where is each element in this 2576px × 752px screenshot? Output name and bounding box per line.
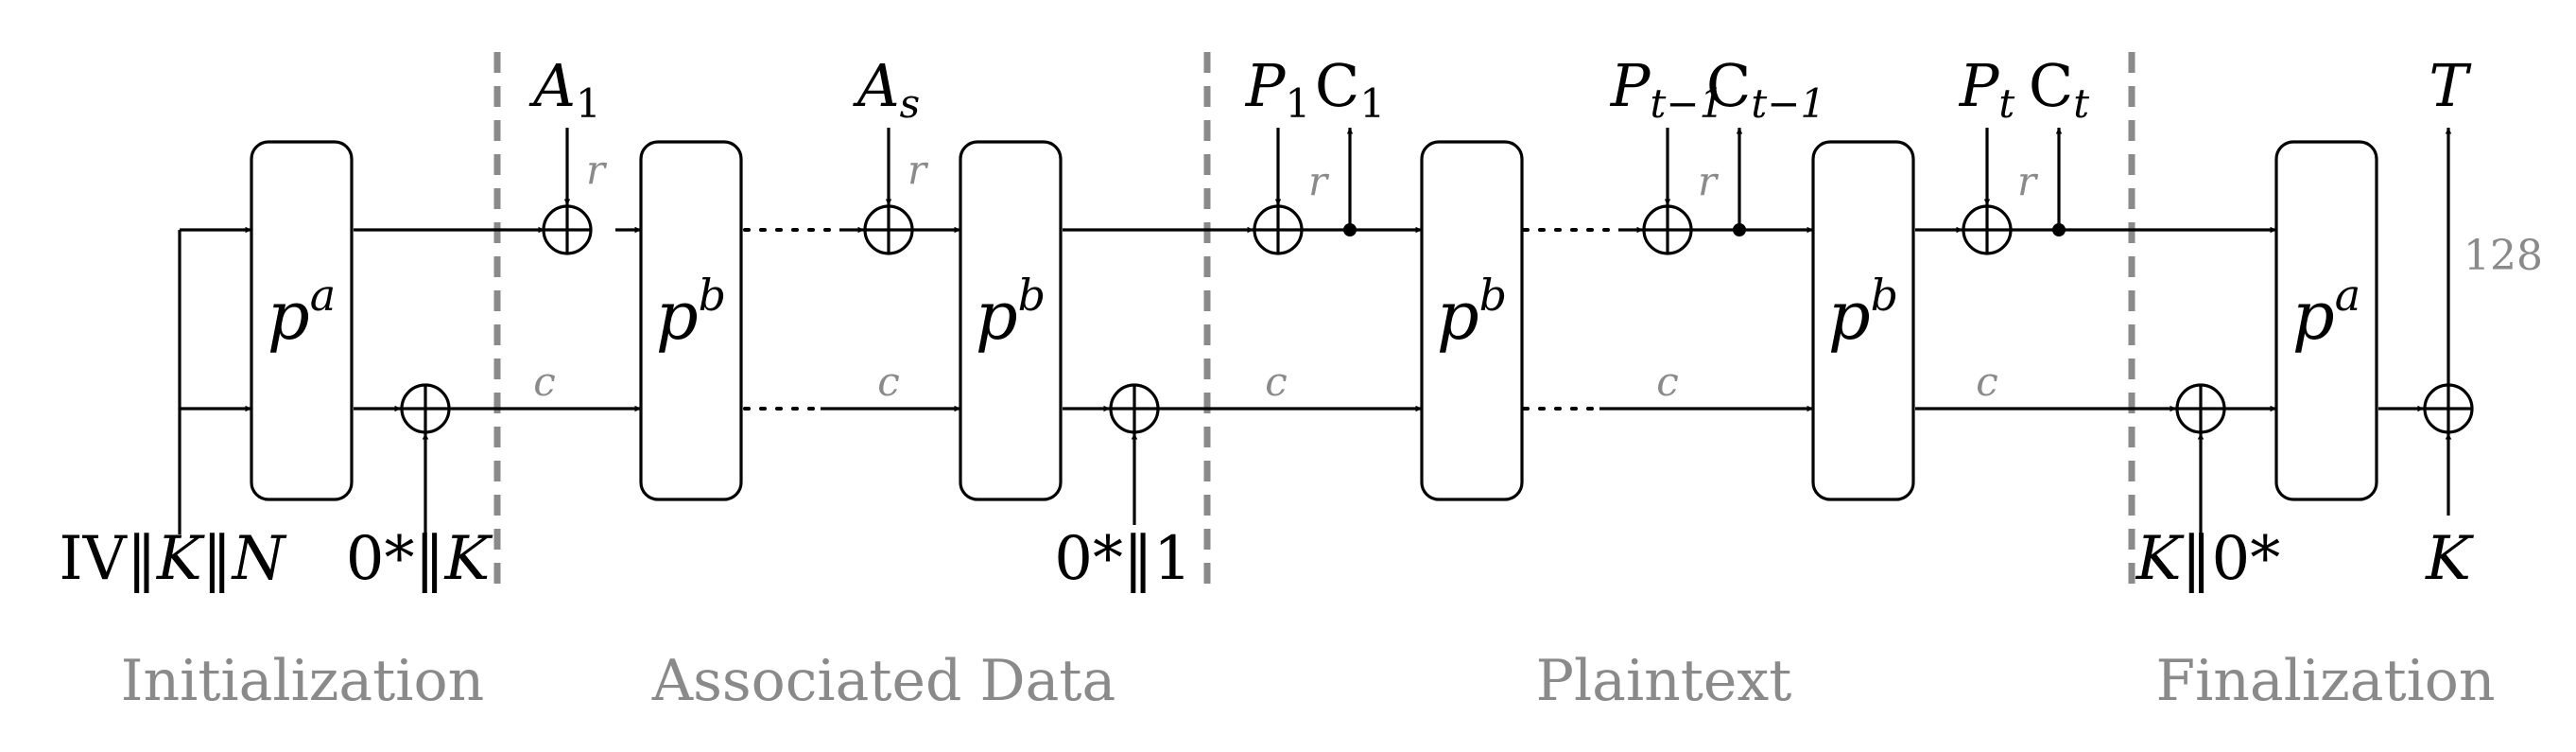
xor-pt-1 xyxy=(1642,204,1693,255)
phase-plaintext: Plaintext xyxy=(1536,648,1792,714)
ad-block-a1: A1 xyxy=(528,51,601,127)
init-input-iv-k-n: IV‖K‖N xyxy=(59,524,286,594)
tap-dot xyxy=(1343,223,1357,236)
permutation-pb-pt1: pb xyxy=(1420,140,1524,501)
perm-sup: b xyxy=(1871,270,1898,321)
perm-base: p xyxy=(1437,277,1479,355)
init-key-input: 0*‖K xyxy=(346,524,493,594)
tag-output: T xyxy=(2429,51,2472,120)
phase-finalization: Finalization xyxy=(2155,648,2495,714)
svg-text:pb: pb xyxy=(656,270,726,355)
phase-labels: Initialization Associated Data Plaintext… xyxy=(121,648,2496,714)
xor-init-key xyxy=(400,383,451,434)
svg-text:pa: pa xyxy=(2292,270,2360,355)
xor-nodes xyxy=(400,204,2474,434)
perm-base: p xyxy=(2292,277,2335,355)
plaintext-block-p1: P1 xyxy=(1245,51,1310,127)
capacity-label: c xyxy=(1976,359,1998,405)
width-annotations: r r r r r c c c c c 128 xyxy=(533,147,2543,405)
rate-label: r xyxy=(1308,158,1330,204)
ciphertext-block-ct: Ct xyxy=(2029,51,2089,127)
final-key-input: K‖0* xyxy=(2135,524,2281,594)
permutation-pb-ad2: pb xyxy=(959,140,1063,501)
xor-p1 xyxy=(1253,204,1304,255)
capacity-label: c xyxy=(533,359,556,405)
tag-bits-label: 128 xyxy=(2464,232,2543,280)
permutation-pa-init: pa xyxy=(250,140,354,501)
xor-pt xyxy=(1962,204,2013,255)
perm-sup: a xyxy=(2335,270,2360,321)
perm-sup: b xyxy=(699,270,726,321)
capacity-label: c xyxy=(1656,359,1679,405)
ciphertext-block-ct-1: Ct−1 xyxy=(1706,51,1825,127)
plaintext-block-pt: Pt xyxy=(1959,51,2015,127)
state-wires xyxy=(178,128,2452,534)
svg-text:pb: pb xyxy=(1828,270,1898,355)
tag-key-input: K xyxy=(2425,524,2474,594)
perm-base: p xyxy=(268,277,310,355)
perm-sup: b xyxy=(1018,270,1046,321)
ciphertext-block-c1: C1 xyxy=(1315,51,1385,127)
capacity-label: c xyxy=(1265,359,1288,405)
tap-dot xyxy=(2052,223,2066,236)
domain-separation-input: 0*‖1 xyxy=(1054,524,1191,594)
xor-a1 xyxy=(542,204,593,255)
key-inputs: IV‖K‖N 0*‖K 0*‖1 K‖0* K xyxy=(59,524,2474,594)
xor-domain-sep xyxy=(1109,383,1160,434)
svg-text:pa: pa xyxy=(268,270,336,355)
xor-tag xyxy=(2423,383,2474,434)
permutation-pa-final: pa xyxy=(2274,140,2378,501)
phase-separators xyxy=(493,52,2135,591)
xor-final-key xyxy=(2175,383,2226,434)
plaintext-block-pt-1: Pt−1 xyxy=(1610,51,1725,127)
rate-label: r xyxy=(586,147,608,193)
perm-sup: b xyxy=(1479,270,1507,321)
svg-text:pb: pb xyxy=(1437,270,1507,355)
rate-label: r xyxy=(908,147,929,193)
perm-base: p xyxy=(656,277,699,355)
permutation-pb-ad1: pb xyxy=(639,140,743,501)
permutation-boxes: pa pb pb pb pb pa xyxy=(250,140,2378,501)
tap-junctions xyxy=(1343,223,2066,236)
permutation-pb-pt2: pb xyxy=(1811,140,1915,501)
perm-sup: a xyxy=(310,270,336,321)
perm-base: p xyxy=(976,277,1018,355)
svg-text:pb: pb xyxy=(976,270,1046,355)
tap-dot xyxy=(1733,223,1746,236)
ad-block-as: As xyxy=(853,51,920,127)
rate-label: r xyxy=(1698,158,1720,204)
phase-associated-data: Associated Data xyxy=(651,648,1115,714)
rate-label: r xyxy=(2017,158,2039,204)
perm-base: p xyxy=(1828,277,1871,355)
block-labels: A1 As P1 C1 Pt−1 Ct−1 Pt Ct T xyxy=(528,51,2472,127)
xor-as xyxy=(863,204,914,255)
phase-initialization: Initialization xyxy=(121,648,484,714)
capacity-label: c xyxy=(877,359,900,405)
